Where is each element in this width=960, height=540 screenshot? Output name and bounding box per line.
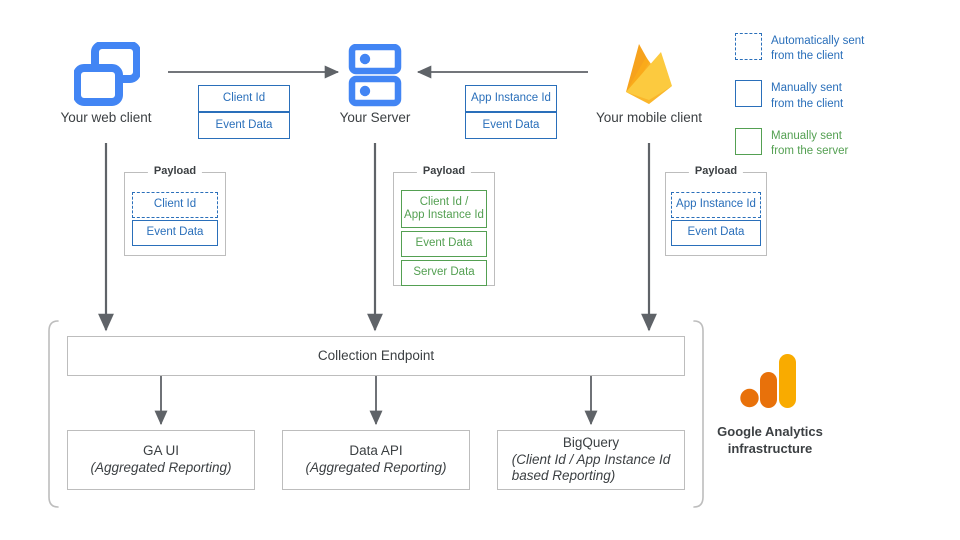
output-subtitle: (Aggregated Reporting) [305,460,447,475]
output-title: Data API [349,443,403,459]
legend-label-line2: from the client [771,97,844,110]
transfer-chip-event-data: Event Data [198,112,290,139]
payload-chip-event-data: Event Data [671,220,761,246]
payload-title: Payload [147,165,203,177]
node-label-mobile-client: Your mobile client [595,110,703,125]
payload-chip-client-or-app-instance-id: Client Id / App Instance Id [401,190,487,228]
payload-chip-server-data: Server Data [401,260,487,286]
ga-caption-line1: Google Analytics [717,424,823,439]
node-label-web-client: Your web client [60,110,152,125]
collection-endpoint-box: Collection Endpoint [67,336,685,376]
output-subtitle: (Client Id / App Instance Id based Repor… [511,451,671,484]
browser-windows-icon [74,42,140,110]
legend-swatch-solid-blue-icon [735,80,762,108]
legend-swatch-dashed-blue-icon [735,33,762,60]
transfer-chip-app-instance-id: App Instance Id [465,85,557,112]
payload-title: Payload [688,165,744,177]
payload-chip-event-data: Event Data [401,231,487,257]
legend-label-line2: from the client [771,50,844,63]
legend-item-manual-client: Manually sent from the client [735,80,864,111]
legend-item-manual-server: Manually sent from the server [735,127,864,159]
output-title: GA UI [142,443,179,459]
payload-chip-client-id: Client Id [132,192,218,218]
transfer-chip-client-id: Client Id [198,85,290,112]
legend-item-auto-client: Automatically sent from the client [735,33,864,64]
legend: Automatically sent from the client Manua… [735,33,864,175]
legend-label-line1: Automatically sent [771,35,865,47]
node-label-server: Your Server [339,110,411,125]
collection-endpoint-label: Collection Endpoint [317,347,435,363]
legend-label-line1: Manually sent [771,129,842,142]
output-box-data-api: Data API (Aggregated Reporting) [282,430,470,490]
payload-title: Payload [416,165,472,177]
firebase-flame-icon [617,38,681,108]
output-box-ga-ui: GA UI (Aggregated Reporting) [67,430,255,490]
output-subtitle: (Aggregated Reporting) [90,460,232,475]
server-racks-icon [348,44,402,108]
legend-label-line2: from the server [771,144,849,157]
legend-swatch-solid-green-icon [735,127,762,155]
ga-caption-line2: infrastructure [727,440,813,456]
google-analytics-bars-logo [739,352,801,414]
payload-chip-app-instance-id: App Instance Id [671,192,761,218]
output-box-bigquery: BigQuery (Client Id / App Instance Id ba… [497,430,685,490]
transfer-chip-event-data-2: Event Data [465,112,557,139]
legend-label-line1: Manually sent [771,82,842,95]
output-title: BigQuery [562,434,620,450]
payload-chip-event-data: Event Data [132,220,218,246]
ga-infrastructure-caption: Google Analytics infrastructure [695,424,845,458]
